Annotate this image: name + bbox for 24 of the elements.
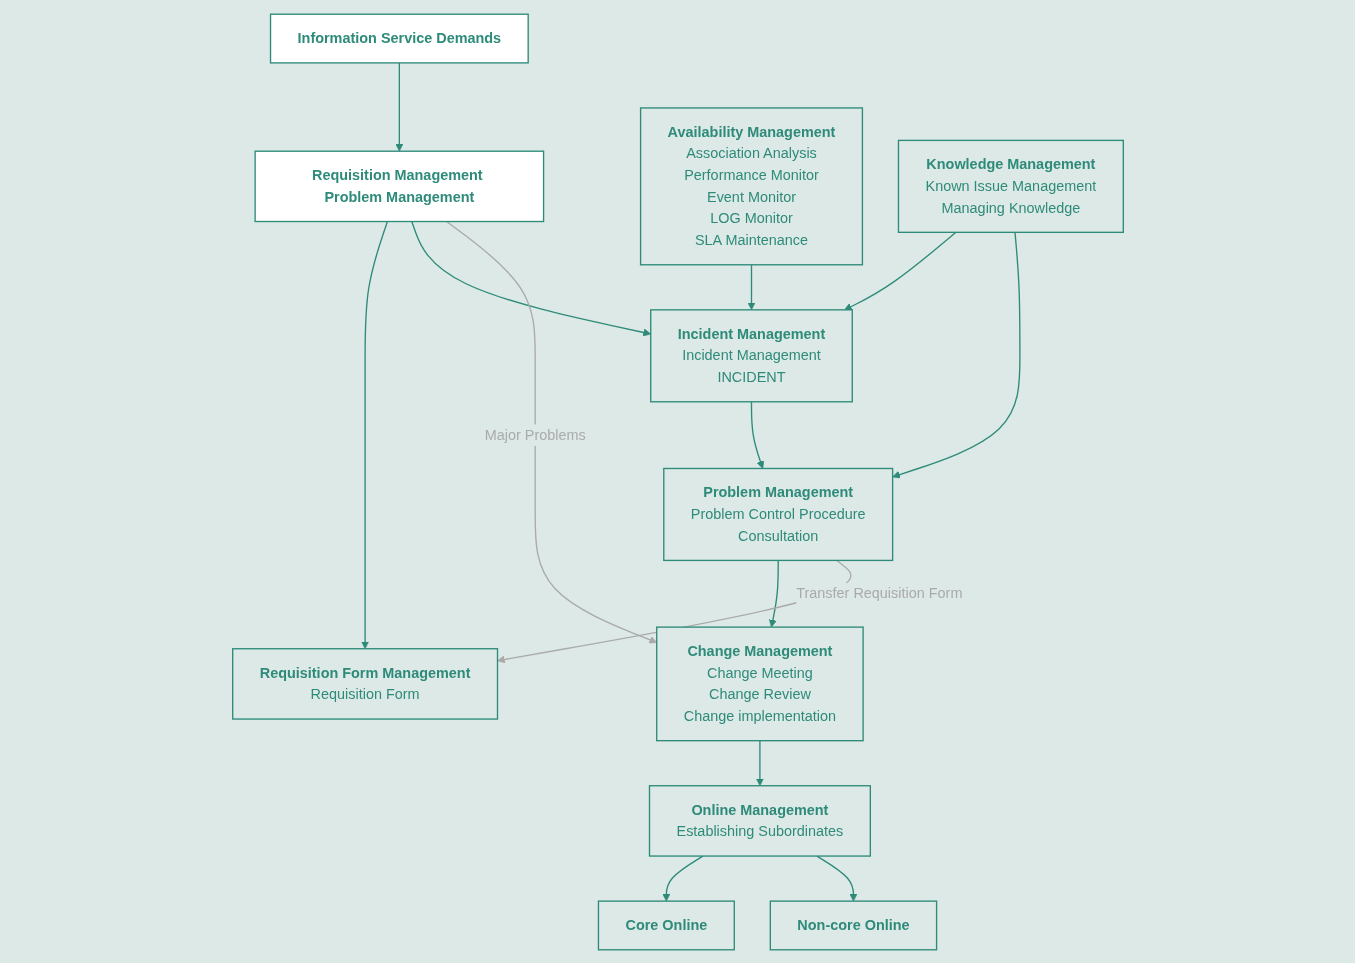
node-box: Requisition Management Problem Management xyxy=(253,150,544,222)
arrow xyxy=(360,220,388,649)
node-box: Availability Management Association Analysis Performance Monitor Event Monitor LOG Monitor SLA Maintenance xyxy=(639,106,863,265)
node-box: Change Management Change Meeting Change Review Change implementation xyxy=(655,625,864,741)
node-box: Knowledge Management Known Issue Management Managing Knowledge xyxy=(897,139,1124,233)
node-box: Information Service Demands xyxy=(269,13,529,64)
arrow xyxy=(755,739,764,786)
arrow xyxy=(747,263,755,310)
node-box: Core Online xyxy=(597,899,735,950)
arrow xyxy=(815,854,857,901)
node-box: Non-core Online xyxy=(769,899,937,950)
node-box: Requisition Form Management Requisition Form xyxy=(231,647,498,720)
arrow xyxy=(750,400,764,469)
arrow xyxy=(843,231,957,310)
edge-label: Major Problems xyxy=(484,426,586,442)
arrow xyxy=(410,220,651,336)
node-box: Online Management Establishing Subordinates xyxy=(648,784,871,857)
node-box: Problem Management Problem Control Procedure Consultation xyxy=(662,467,893,561)
edge-label: Transfer Requisition Form xyxy=(795,585,962,601)
arrow xyxy=(394,61,403,152)
arrow xyxy=(768,559,779,627)
node-box: Incident Management Incident Management INCIDENT xyxy=(649,308,853,402)
arrow xyxy=(445,220,657,644)
arrow xyxy=(661,854,704,901)
